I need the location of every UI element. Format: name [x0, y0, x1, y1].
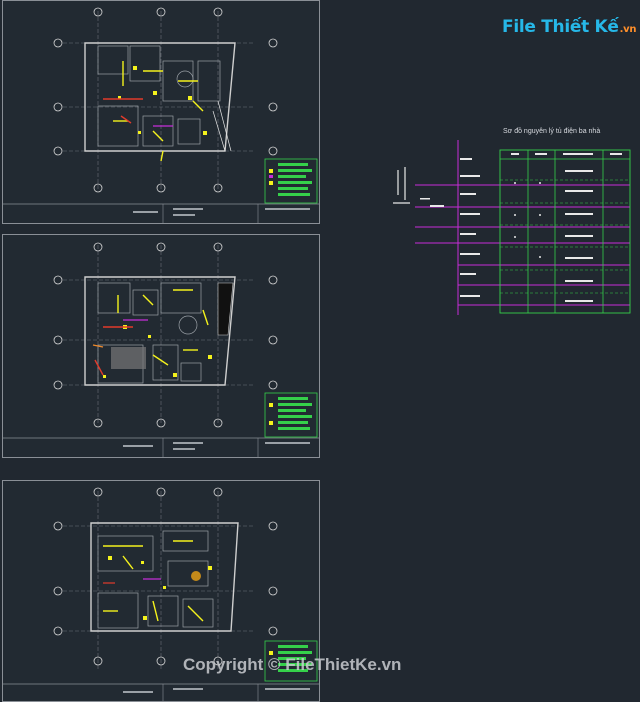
floor-plan-sheet-2[interactable]	[2, 234, 320, 458]
floor-plan-1-drawing	[3, 7, 319, 223]
electrical-panel-schematic[interactable]	[385, 135, 640, 335]
floor-plan-sheet-1[interactable]	[2, 0, 320, 224]
filethietke-logo[interactable]: File Thiết Kế.vn	[498, 12, 636, 46]
floor-plan-sheet-3[interactable]	[2, 480, 320, 702]
copyright-watermark: Copyright © FileThietKe.vn	[183, 655, 402, 674]
logo-domain: .vn	[619, 24, 637, 35]
logo-brand: File Thiết Kế	[502, 17, 619, 37]
floor-plan-3-drawing	[3, 487, 319, 701]
schematic-title: Sơ đồ nguyên lý tủ điện ba nhà	[503, 128, 601, 135]
floor-plan-2-drawing	[3, 242, 319, 457]
